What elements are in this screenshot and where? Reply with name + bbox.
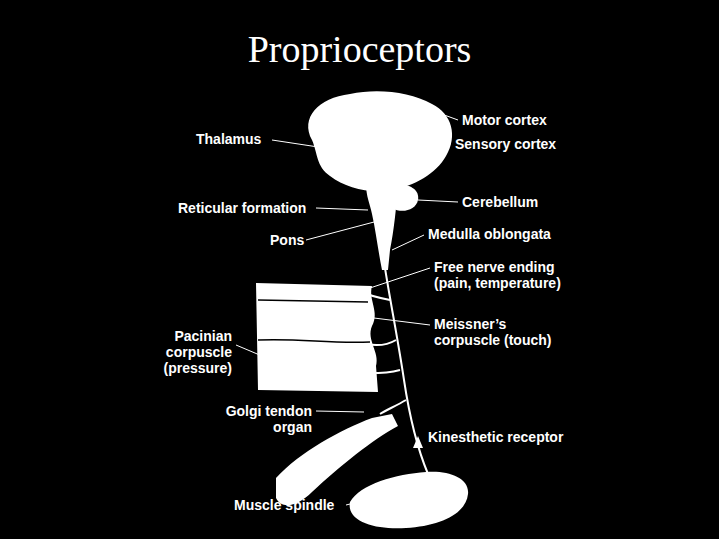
leader-line — [425, 108, 458, 120]
body-silhouette — [256, 91, 468, 528]
muscle-belly — [350, 472, 468, 529]
nerve-branch — [380, 400, 406, 414]
leader-line — [236, 345, 262, 356]
part-label: Cerebellum — [462, 194, 538, 210]
part-label: Reticular formation — [178, 200, 306, 216]
part-label: Medulla oblongata — [428, 226, 551, 242]
part-label: Golgi tendon organ — [208, 403, 312, 435]
part-label: Motor cortex — [462, 112, 547, 128]
leader-line — [418, 200, 458, 202]
leader-line — [272, 140, 338, 150]
leader-line — [438, 136, 451, 144]
leader-line — [316, 411, 364, 412]
leader-line — [374, 318, 430, 325]
part-label: Thalamus — [196, 131, 261, 147]
part-label: Sensory cortex — [455, 136, 556, 152]
part-label: Meissner’s corpuscle (touch) — [434, 316, 574, 348]
part-label: Pacinian corpuscle (pressure) — [146, 328, 232, 376]
part-label: Pons — [270, 232, 304, 248]
skin-layer — [258, 340, 370, 343]
leader-line — [316, 208, 368, 210]
skin-layers — [258, 300, 370, 342]
leader-lines — [236, 108, 458, 505]
part-label: Kinesthetic receptor — [428, 429, 563, 445]
leader-line — [306, 222, 374, 240]
brainstem — [366, 184, 398, 270]
part-label: Muscle spindle — [234, 497, 334, 513]
arrow-head — [413, 436, 423, 448]
nerve-branch — [270, 360, 400, 373]
title: Proprioceptors — [0, 30, 719, 68]
leader-line — [392, 235, 424, 250]
skin-block — [256, 283, 378, 392]
brain — [308, 91, 452, 191]
leader-line — [346, 502, 358, 505]
nerves — [270, 268, 428, 474]
nerve-branch — [366, 340, 396, 345]
nerve-branch — [362, 292, 390, 300]
skin-layer — [258, 300, 368, 302]
leader-line — [364, 268, 430, 290]
part-label: Free nerve ending (pain, temperature) — [434, 259, 584, 291]
